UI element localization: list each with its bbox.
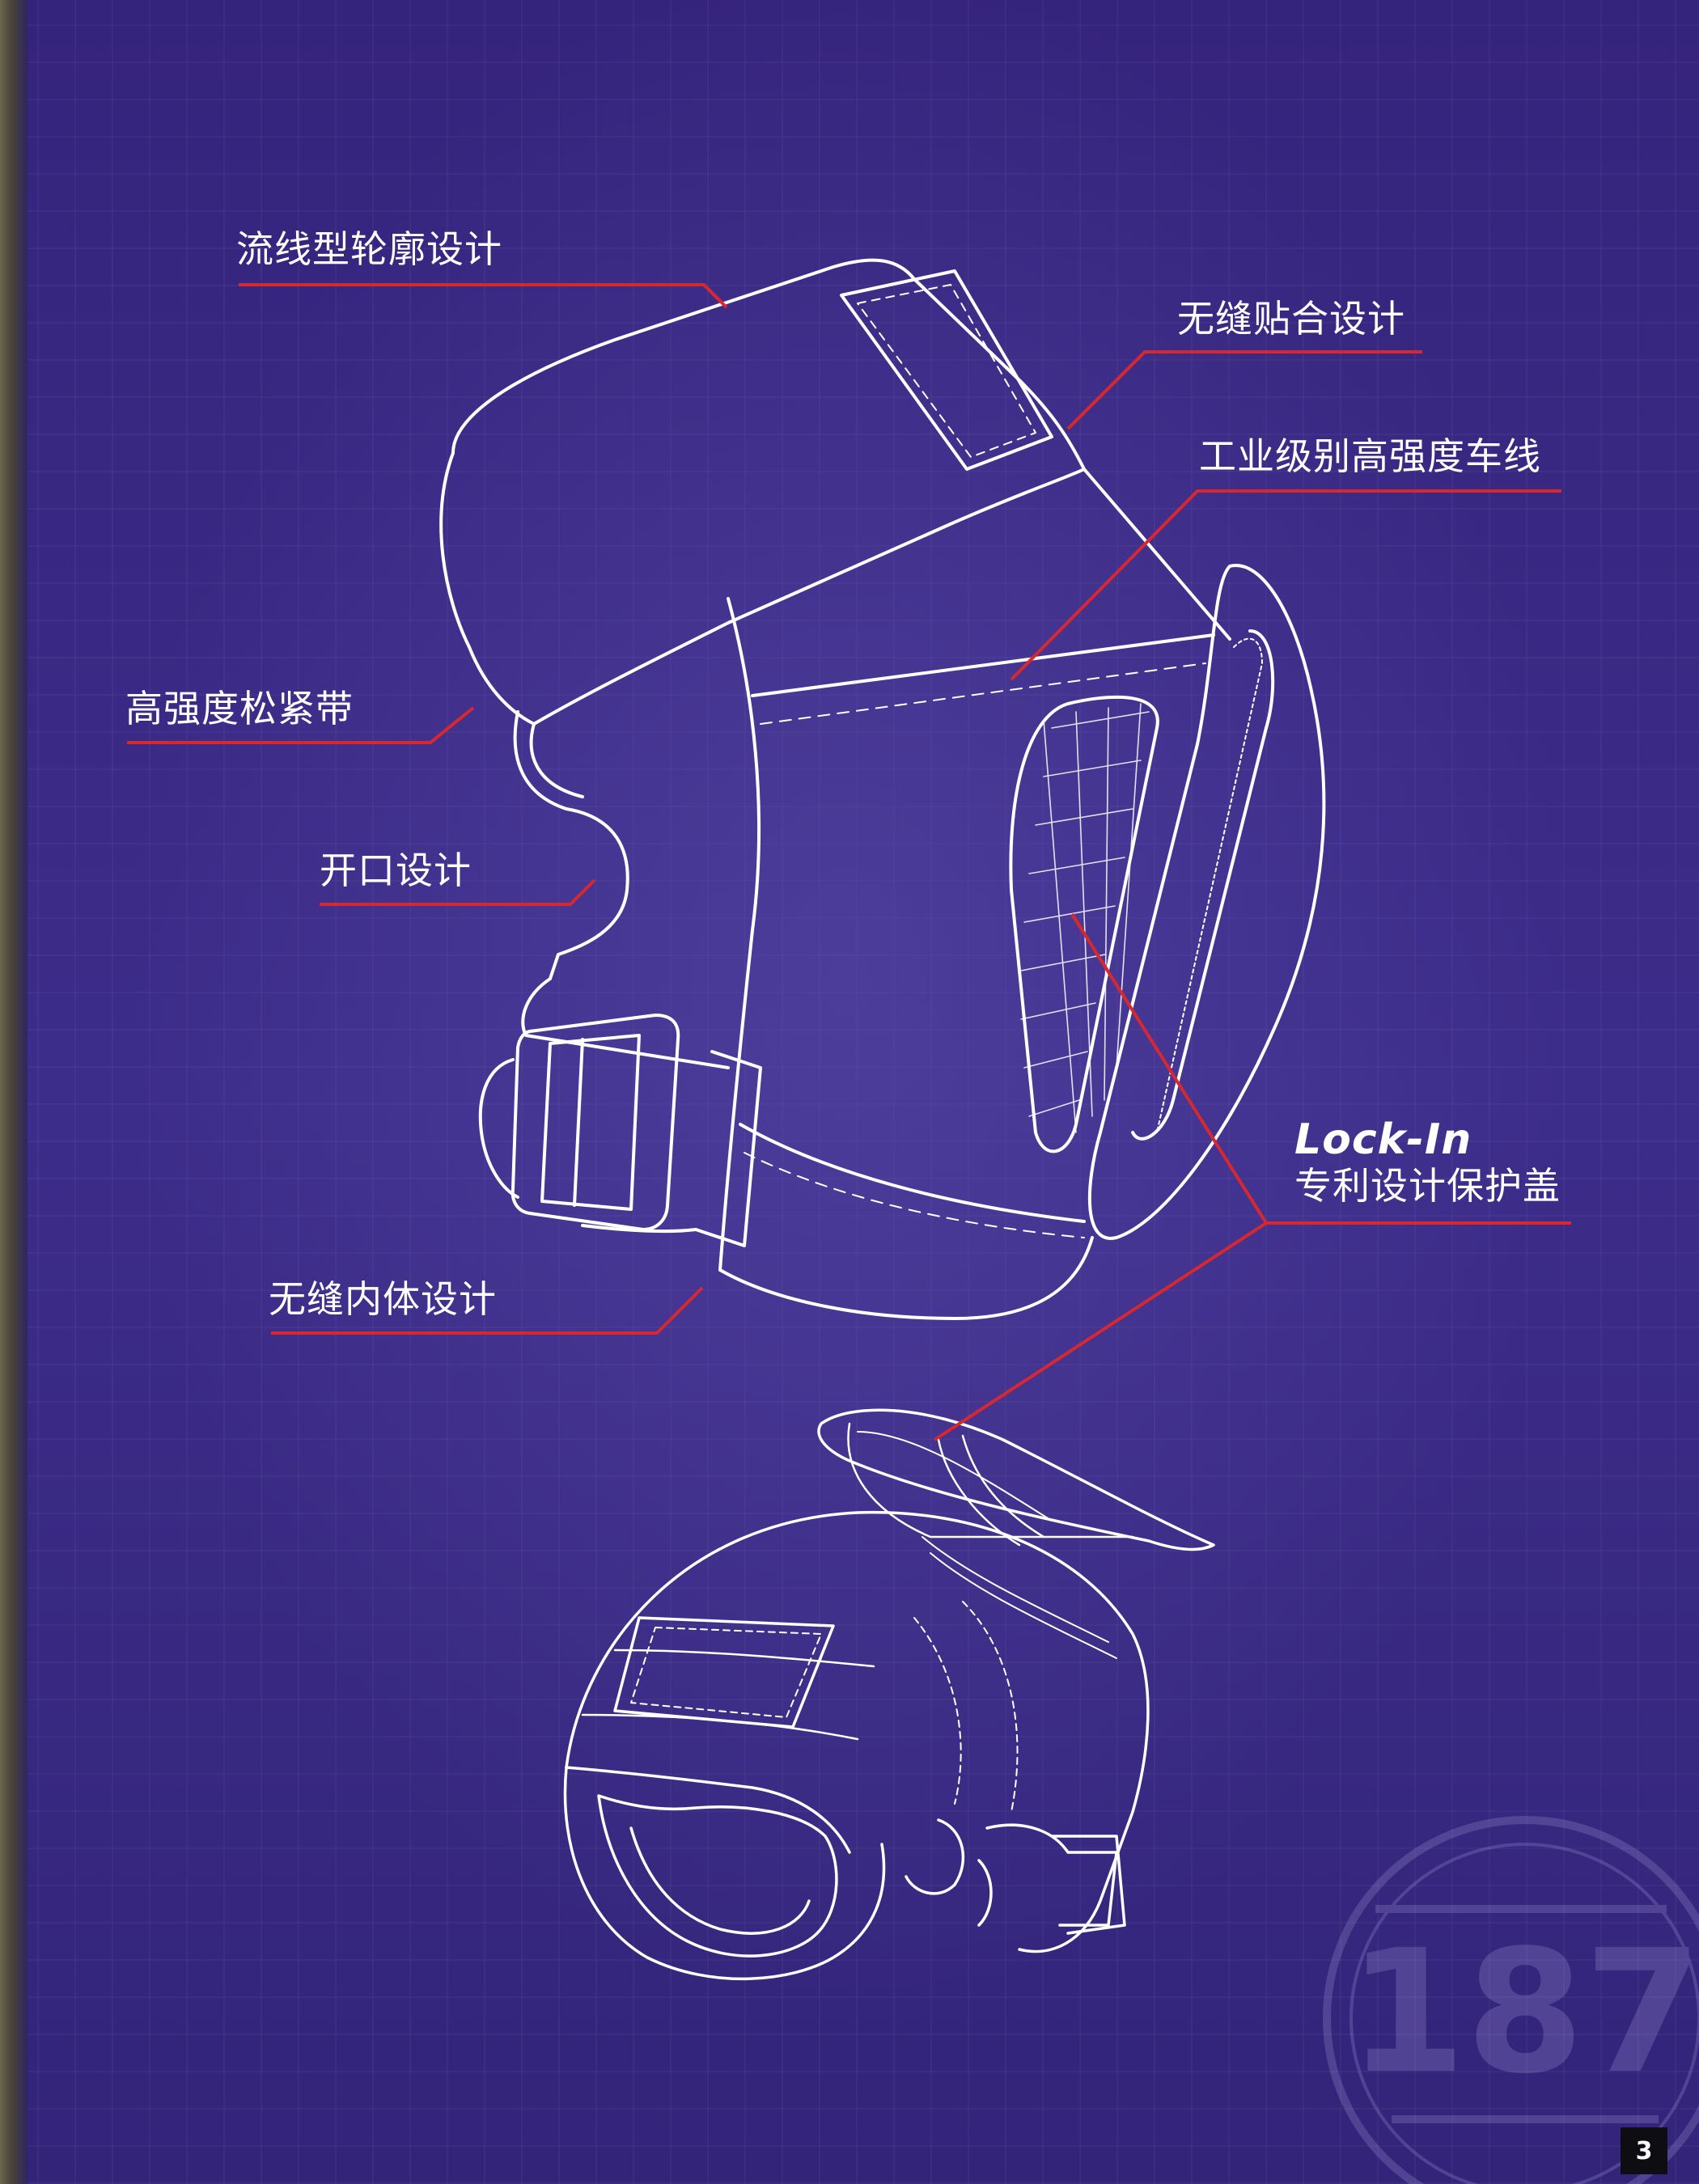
label-lockin: Lock-In 专利设计保护盖	[1294, 1115, 1561, 1208]
callout-leader-lines	[127, 283, 1571, 1441]
label-opening-design: 开口设计	[320, 849, 472, 892]
leader-lockin	[933, 912, 1571, 1441]
label-streamlined-contour: 流线型轮廓设计	[236, 227, 502, 271]
label-industrial-stitch: 工业级别高强度车线	[1199, 434, 1541, 478]
seal-lettering: 187	[1348, 1913, 1699, 2111]
leader-industrial-stitch	[1010, 489, 1561, 681]
knee-pad-assembled	[439, 258, 1326, 1320]
knee-pad-exploded	[563, 1408, 1215, 1981]
leader-seamless-fit	[1066, 350, 1422, 430]
leader-seamless-inner	[271, 1286, 704, 1335]
lockin-brand-name: Lock-In	[1294, 1115, 1472, 1164]
label-seamless-inner: 无缝内体设计	[269, 1277, 497, 1321]
brand-seal-watermark: 187	[1323, 1816, 1699, 2184]
label-strap: 高强度松紧带	[125, 687, 354, 730]
page-number-badge: 3	[1621, 2127, 1667, 2174]
worn-paper-edge	[0, 0, 28, 2184]
leader-streamlined	[239, 283, 728, 309]
label-seamless-fit: 无缝贴合设计	[1177, 297, 1405, 341]
leader-strap	[127, 706, 475, 744]
lockin-description: 专利设计保护盖	[1294, 1163, 1561, 1208]
leader-opening	[320, 878, 596, 906]
